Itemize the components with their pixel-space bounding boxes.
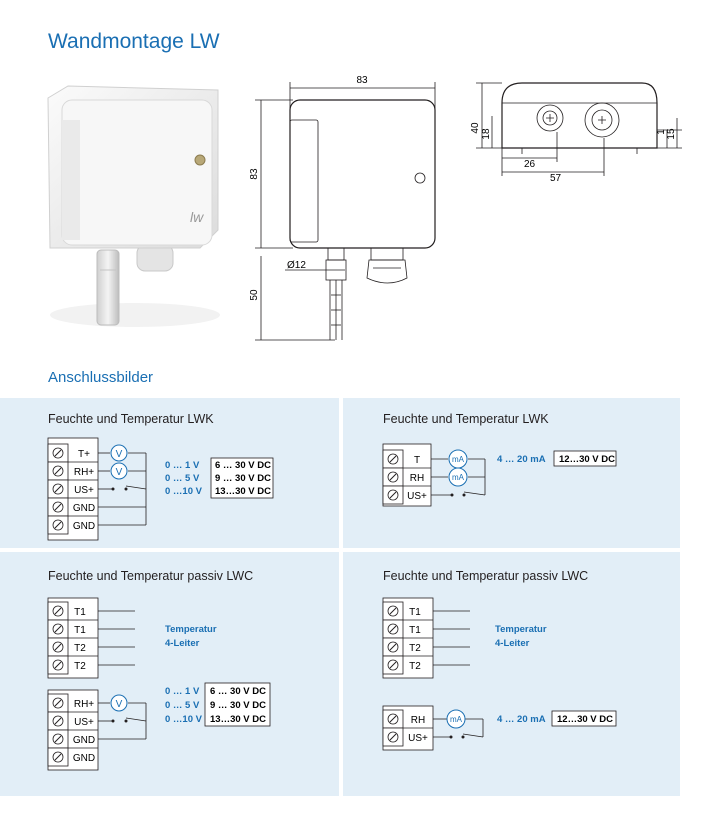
top-dimension-drawing: 40 18 26 57 1 15 — [470, 82, 682, 184]
dim-top-26: 26 — [524, 159, 536, 170]
dim-front-height: 83 — [249, 168, 260, 180]
terminal-label: GND — [73, 503, 95, 514]
panel-lwc-voltage: Feuchte und Temperatur passiv LWC T1 T1 … — [0, 552, 339, 796]
range-label: 0 … 5 V — [165, 473, 200, 484]
range-label: 0 …10 V — [165, 714, 203, 725]
range-label: 0 … 1 V — [165, 460, 200, 471]
terminal-label: RH+ — [74, 467, 94, 478]
terminal-label: T2 — [409, 643, 421, 654]
terminal-label: T1 — [74, 607, 86, 618]
dim-top-57: 57 — [550, 173, 562, 184]
terminal-label: US+ — [74, 717, 94, 728]
terminal-label: T2 — [74, 643, 86, 654]
panel-lwc-current: Feuchte und Temperatur passiv LWC T1 T1 … — [343, 552, 680, 796]
temp-label: Temperatur — [165, 624, 217, 635]
terminal-label: T1 — [409, 607, 421, 618]
supply-label: 6 … 30 V DC — [210, 686, 266, 697]
range-label: 4 … 20 mA — [497, 454, 546, 465]
terminal-label: US+ — [74, 485, 94, 496]
supply-label: 9 … 30 V DC — [210, 700, 266, 711]
terminal-label: GND — [73, 735, 95, 746]
supply-label: 13…30 V DC — [215, 486, 271, 497]
voltmeter-icon: V — [116, 467, 123, 478]
dim-probe-length: 50 — [249, 289, 260, 301]
terminal-label: US+ — [408, 733, 428, 744]
terminal-label: RH+ — [74, 699, 94, 710]
product-photo: lw — [47, 85, 220, 327]
temp-label: 4-Leiter — [165, 638, 200, 649]
range-label: 0 …10 V — [165, 486, 203, 497]
supply-label: 12…30 V DC — [559, 454, 615, 465]
terminal-label: T1 — [74, 625, 86, 636]
panel-title: Feuchte und Temperatur LWK — [48, 412, 214, 426]
temp-label: 4-Leiter — [495, 638, 530, 649]
ammeter-icon: mA — [452, 455, 465, 464]
terminal-label: T2 — [409, 661, 421, 672]
voltmeter-icon: V — [116, 699, 123, 710]
dim-top-15: 15 — [666, 128, 677, 140]
page-title: Wandmontage LW — [48, 30, 220, 53]
range-label: 0 … 5 V — [165, 700, 200, 711]
dim-diameter: Ø12 — [287, 260, 306, 271]
terminal-label: RH — [411, 715, 425, 726]
panel-title: Feuchte und Temperatur LWK — [383, 412, 549, 426]
svg-text:lw: lw — [190, 209, 204, 225]
terminal-label: US+ — [407, 491, 427, 502]
wiring-diagram: T RH US+ mA mA 4 … 20 mA 12…30 V DC — [382, 443, 617, 507]
wiring-diagram: T1 T1 T2 T2 Temperatur 4-Leiter RH+ US+ … — [47, 597, 271, 771]
terminal-label: GND — [73, 753, 95, 764]
range-label: 0 … 1 V — [165, 686, 200, 697]
terminal-label: T — [414, 455, 420, 466]
supply-label: 6 … 30 V DC — [215, 460, 271, 471]
temp-label: Temperatur — [495, 624, 547, 635]
supply-label: 13…30 V DC — [210, 714, 266, 725]
dim-top-1: 1 — [656, 129, 667, 135]
terminal-label: T2 — [74, 661, 86, 672]
dim-top-18: 18 — [481, 128, 492, 140]
panel-lwk-voltage: Feuchte und Temperatur LWK T+ RH+ US+ GN… — [0, 398, 339, 548]
section-title: Anschlussbilder — [48, 369, 154, 386]
panel-title: Feuchte und Temperatur passiv LWC — [383, 569, 589, 583]
terminal-label: T1 — [409, 625, 421, 636]
dim-front-width: 83 — [356, 75, 368, 86]
terminal-label: GND — [73, 521, 95, 532]
terminal-label: RH — [410, 473, 424, 484]
panel-title: Feuchte und Temperatur passiv LWC — [48, 569, 254, 583]
terminal-label: T+ — [78, 449, 90, 460]
dim-top-height: 40 — [470, 122, 481, 134]
ammeter-icon: mA — [450, 715, 463, 724]
supply-label: 9 … 30 V DC — [215, 473, 271, 484]
wiring-diagram: T1 T1 T2 T2 Temperatur 4-Leiter RH US+ m… — [382, 597, 617, 751]
wiring-diagram: T+ RH+ US+ GND GND V V 0 … 1 V 0 … 5 V 0… — [47, 437, 274, 541]
ammeter-icon: mA — [452, 473, 465, 482]
panel-lwk-current: Feuchte und Temperatur LWK T RH US+ mA m… — [343, 398, 680, 548]
voltmeter-icon: V — [116, 449, 123, 460]
front-dimension-drawing: 83 83 Ø12 50 — [249, 75, 436, 341]
supply-label: 12…30 V DC — [557, 714, 613, 725]
range-label: 4 … 20 mA — [497, 714, 546, 725]
